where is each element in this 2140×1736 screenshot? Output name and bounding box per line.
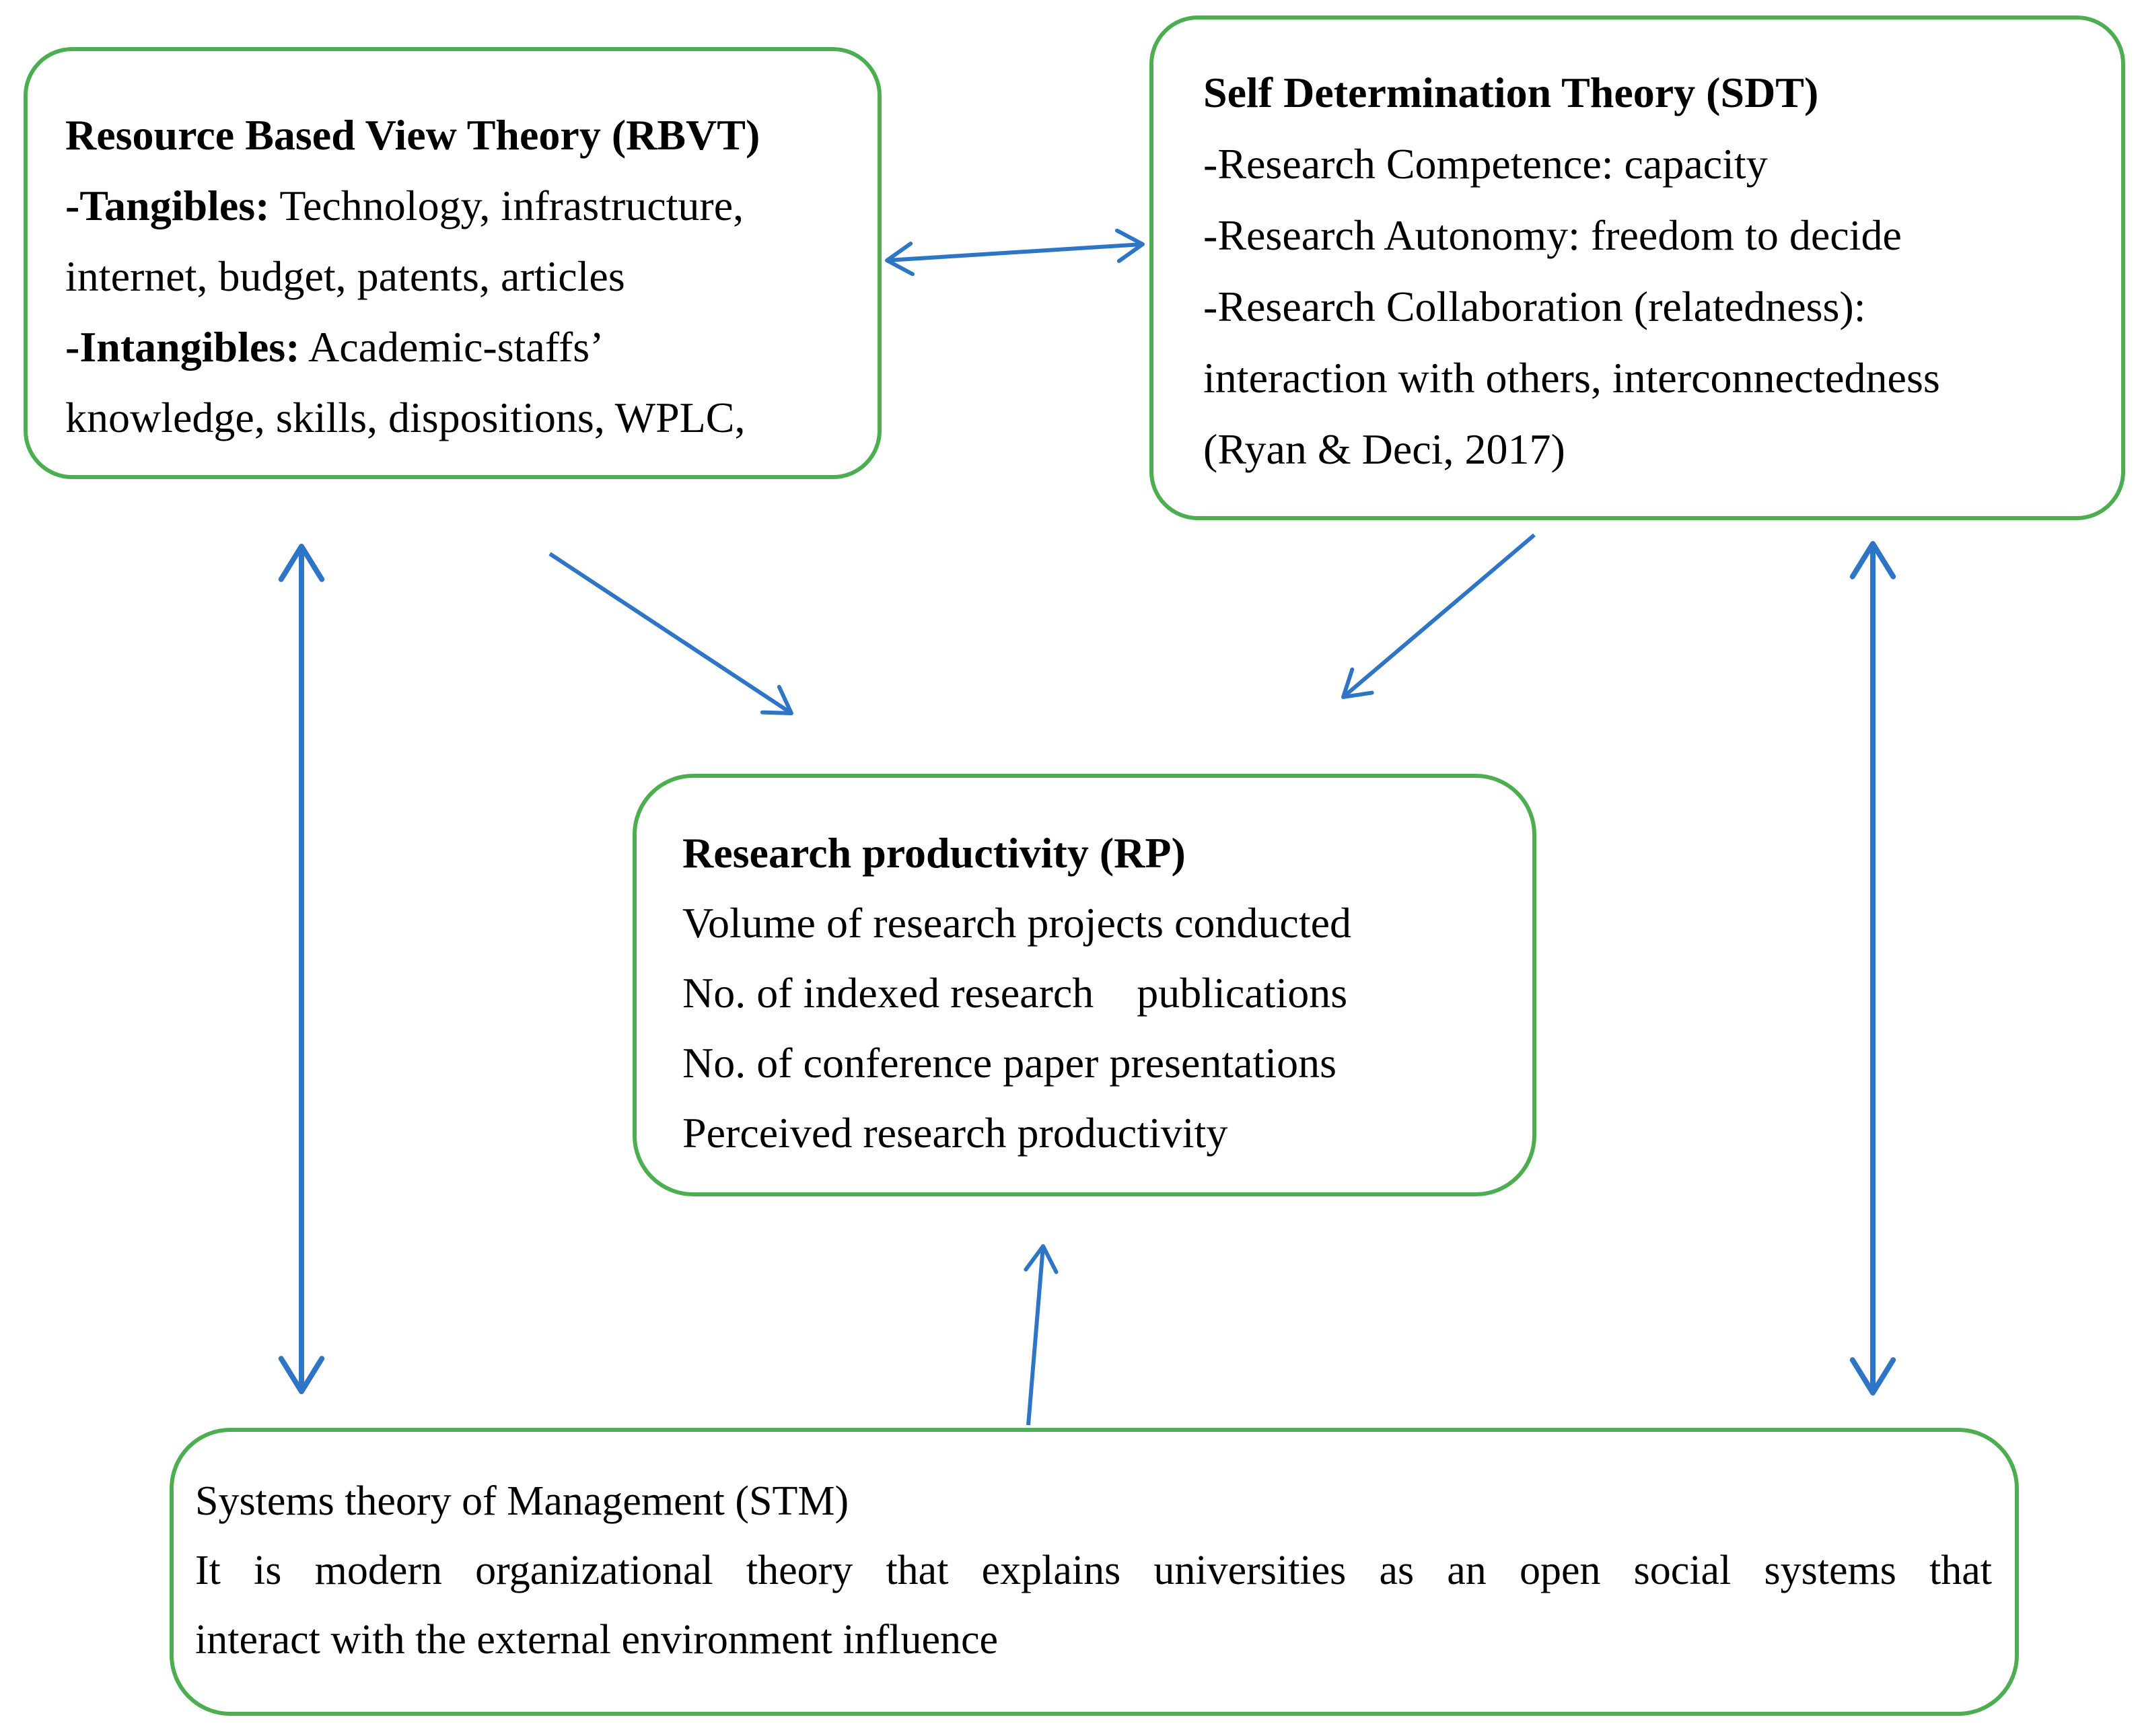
box-stm-line: interact with the external environment i… [195,1617,999,1663]
box-stm-line: It is modern organizational theory that … [195,1548,1992,1593]
box-rp-line: Volume of research projects conducted [682,899,1351,947]
box-sdt-line: -Research Competence: capacity [1203,140,1768,188]
arrow-sdt-rp [1341,533,1536,699]
box-rp-line: No. of conference paper presentations [682,1039,1336,1087]
arrow-stm-rp [1024,1244,1059,1426]
box-rbvt-title: Resource Based View Theory (RBVT) [65,111,760,159]
box-rp-title: Research productivity (RP) [682,829,1186,877]
box-sdt-title: Self Determination Theory (SDT) [1203,69,1819,116]
box-sdt-line: -Research Collaboration (relatedness): [1203,283,1866,330]
box-sdt: Self Determination Theory (SDT) -Researc… [1149,15,2125,520]
box-rbvt-line: -Tangibles: Technology, infrastructure, [65,182,744,229]
box-rbvt-line: knowledge, skills, dispositions, WPLC, [65,394,746,441]
box-rp: Research productivity (RP) Volume of res… [633,774,1536,1196]
box-sdt-citation: (Ryan & Deci, 2017) [1203,425,1565,473]
arrow-rbvt-sdt [885,228,1145,277]
box-rp-line: No. of indexed research publications [682,969,1348,1017]
box-rp-line: Perceived research productivity [682,1109,1228,1157]
box-rbvt-line: -Intangibles: Academic-staffs’ [65,323,604,371]
arrow-rbvt-rp [548,552,793,715]
box-stm-title: Systems theory of Management (STM) [195,1478,849,1524]
box-rbvt-line: internet, budget, patents, articles [65,252,625,300]
box-stm: Systems theory of Management (STM) It is… [170,1428,2019,1716]
box-sdt-line: interaction with others, interconnectedn… [1203,354,1940,402]
box-rbvt: Resource Based View Theory (RBVT) -Tangi… [24,47,882,479]
box-sdt-line: -Research Autonomy: freedom to decide [1203,211,1902,259]
